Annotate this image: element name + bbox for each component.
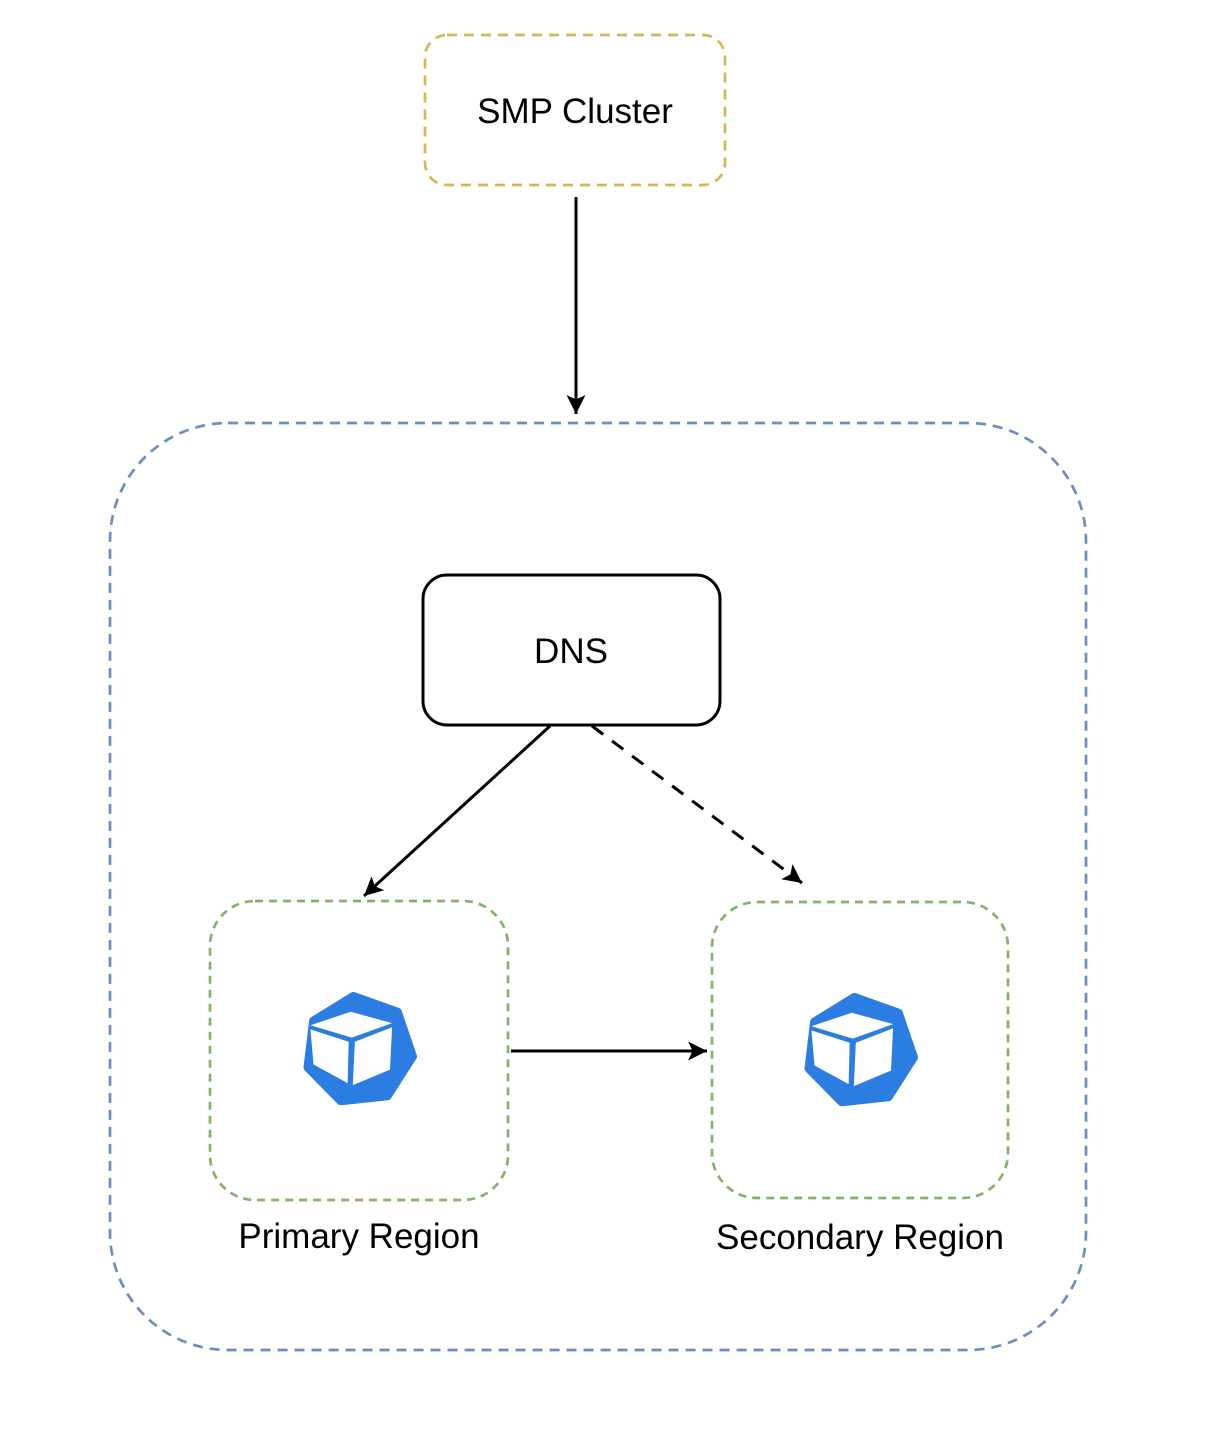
arrow-dns-to-primary: [362, 724, 552, 898]
arrow-dns-to-secondary: [591, 724, 803, 885]
kubernetes-cluster-icon: [809, 998, 913, 1102]
dns-label: DNS: [534, 632, 608, 671]
multi-region-container: [108, 421, 1088, 1352]
primary-region-label: Primary Region: [238, 1217, 479, 1256]
smp-cluster-label: SMP Cluster: [477, 92, 673, 131]
secondary-region-label: Secondary Region: [716, 1218, 1004, 1257]
smp-cluster-box: [423, 33, 727, 187]
dns-box: [421, 573, 722, 727]
kubernetes-cluster-icon: [308, 997, 412, 1101]
